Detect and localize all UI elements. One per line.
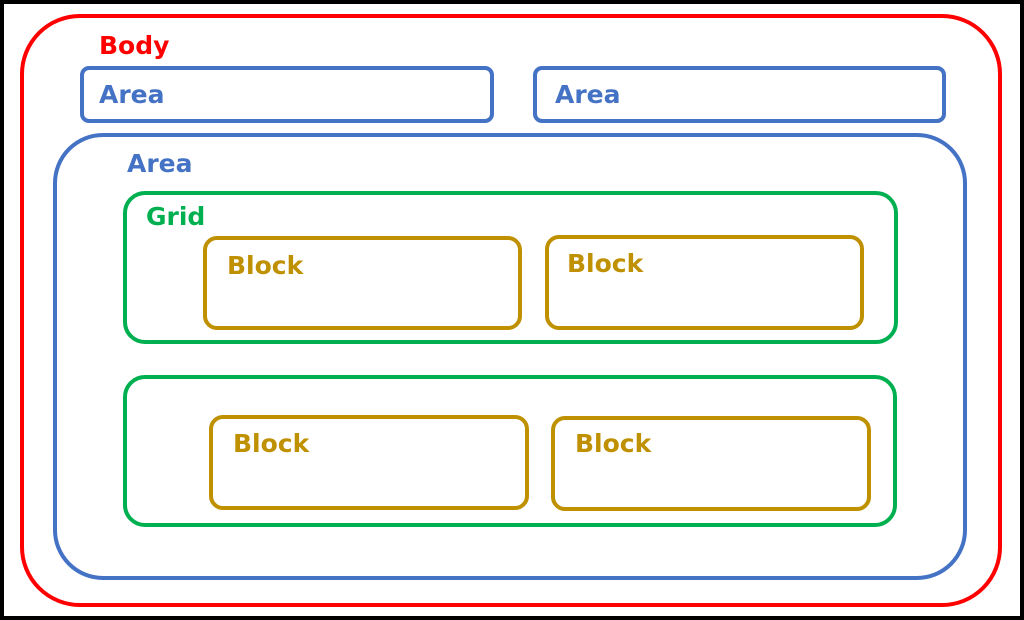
area-container-top-left	[80, 66, 494, 123]
grid-label-upper: Grid	[146, 202, 206, 231]
grid-container-lower	[123, 375, 897, 527]
block-label-upper-right: Block	[567, 249, 644, 278]
block-container-upper-left	[203, 236, 522, 330]
area-container-main	[53, 133, 967, 580]
area-label-main: Area	[127, 149, 193, 178]
area-container-top-right	[533, 66, 946, 123]
block-container-lower-left	[209, 415, 529, 510]
block-container-lower-right	[551, 416, 871, 511]
block-label-upper-left: Block	[227, 251, 304, 280]
block-label-lower-left: Block	[233, 429, 310, 458]
grid-container-upper	[123, 191, 898, 344]
area-label-top-right: Area	[555, 80, 621, 109]
body-label: Body	[99, 31, 170, 60]
block-container-upper-right	[545, 235, 864, 330]
body-container	[20, 14, 1002, 607]
block-label-lower-right: Block	[575, 429, 652, 458]
area-label-top-left: Area	[99, 80, 165, 109]
